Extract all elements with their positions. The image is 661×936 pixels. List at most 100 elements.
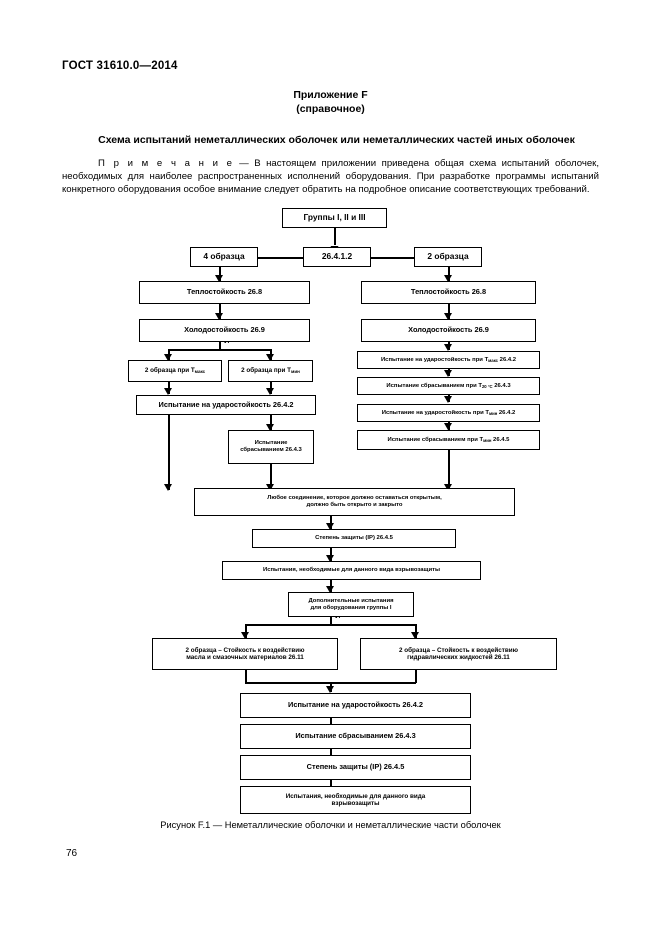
connector [448, 266, 450, 281]
connector [193, 257, 341, 259]
node-label: Испытание на ударостойкость при Tмин 26.… [381, 409, 516, 416]
node-group1-additional[interactable]: Дополнительные испытания для оборудовани… [288, 592, 414, 617]
node-hydraulic-resistance[interactable]: 2 образца – Стойкость к воздействию гидр… [360, 638, 557, 670]
subscript: макс [488, 357, 499, 363]
connector [330, 617, 332, 626]
node-label: Испытание на ударостойкость при Tмакс 26… [380, 356, 517, 363]
subscript: мин [483, 437, 492, 443]
node-left-sample-tmax[interactable]: 2 образца при Tмакс [128, 360, 222, 382]
node-label: Группы I, II и III [303, 212, 366, 223]
connector [448, 369, 450, 376]
connector [448, 395, 450, 402]
node-label: 26.4.1.2 [321, 251, 353, 262]
node-ip-middle[interactable]: Степень защиты (IP) 26.4.5 [252, 529, 456, 548]
node-right-cold[interactable]: Холодостойкость 26.9 [361, 319, 536, 342]
subscript: мин [488, 410, 498, 416]
node-bottom-ip[interactable]: Степень защиты (IP) 26.4.5 [240, 755, 471, 780]
connector [270, 464, 272, 490]
node-label: Испытание на ударостойкость 26.4.2 [288, 700, 423, 710]
node-joint-open-close[interactable]: Любое соединение, которое должно остават… [194, 488, 515, 516]
node-label-line1: 2 образца – Стойкость к воздействию [185, 646, 305, 654]
figure-caption: Рисунок F.1 — Неметаллические оболочки и… [160, 820, 501, 830]
node-label: Испытание на ударостойкость 26.4.2 [158, 399, 294, 409]
node-label-line2: гидравлических жидкостей 26.11 [407, 654, 510, 661]
node-left-drop[interactable]: Испытание сбрасыванием 26.4.3 [228, 430, 314, 464]
connector [415, 624, 417, 638]
connector [330, 516, 332, 529]
node-right-drop-20c[interactable]: Испытание сбрасыванием при T20 °C 26.4.3 [357, 377, 540, 395]
node-right-heat[interactable]: Теплостойкость 26.8 [361, 281, 536, 304]
node-label: Теплостойкость 26.8 [410, 287, 487, 297]
connector [270, 349, 272, 360]
node-label-line1: Испытание [254, 440, 288, 447]
node-samples-4[interactable]: 4 образца [190, 247, 258, 267]
node-bottom-protection[interactable]: Испытания, необходимые для данного вида … [240, 786, 471, 814]
connector [270, 382, 272, 394]
connector [245, 670, 247, 683]
subscript: 20 °C [481, 383, 493, 389]
connector [245, 624, 247, 638]
node-label-line2: взрывозащиты [331, 800, 380, 807]
node-label: Степень защиты (IP) 26.4.5 [315, 535, 393, 542]
note-paragraph: П р и м е ч а н и е — В настоящем прилож… [62, 157, 599, 197]
connector [330, 682, 332, 692]
node-left-sample-tmin[interactable]: 2 образца при Tмин [228, 360, 313, 382]
node-label-line1: 2 образца – Стойкость к воздействию [399, 646, 518, 654]
connector [330, 580, 332, 592]
node-label-line1: Дополнительные испытания [308, 597, 394, 604]
subscript: мин [291, 369, 300, 375]
node-label-line2: масла и смазочных материалов 26.11 [186, 654, 304, 661]
node-left-heat[interactable]: Теплостойкость 26.8 [139, 281, 310, 304]
note-text: В настоящем приложении приведена общая с… [62, 158, 600, 196]
appendix-subtitle: (справочное) [296, 103, 365, 115]
node-protection-middle[interactable]: Испытания, необходимые для данного вида … [222, 561, 481, 580]
node-label-line2: сбрасыванием 26.4.3 [240, 447, 302, 453]
note-dash: — [239, 158, 249, 169]
node-label: Испытание сбрасыванием при Tмин 26.4.5 [387, 436, 510, 443]
connector [448, 450, 450, 490]
node-label: Холодостойкость 26.9 [408, 325, 489, 335]
node-bottom-drop[interactable]: Испытание сбрасыванием 26.4.3 [240, 724, 471, 749]
node-label: 2 образца при Tмин [241, 367, 300, 375]
connector [270, 415, 272, 430]
node-groups[interactable]: Группы I, II и III [282, 208, 387, 228]
connector [168, 349, 170, 360]
node-clause-root[interactable]: 26.4.1.2 [303, 247, 371, 267]
node-label: Испытание сбрасыванием при T20 °C 26.4.3 [386, 382, 511, 389]
node-left-impact[interactable]: Испытание на ударостойкость 26.4.2 [136, 395, 316, 415]
node-right-drop-tmin[interactable]: Испытание сбрасыванием при Tмин 26.4.5 [357, 430, 540, 450]
node-label: Испытание сбрасыванием 26.4.3 [295, 731, 416, 741]
connector [219, 266, 221, 281]
node-label-line2: для оборудования группы I [310, 604, 392, 611]
node-label: 2 образца при Tмакс [144, 367, 206, 375]
standard-number: ГОСТ 31610.0—2014 [62, 60, 178, 72]
node-bottom-impact[interactable]: Испытание на ударостойкость 26.4.2 [240, 693, 471, 718]
page-number: 76 [66, 848, 78, 859]
connector [448, 304, 450, 319]
node-samples-2[interactable]: 2 образца [414, 247, 482, 267]
node-label: 2 образца [427, 251, 469, 262]
node-label: 4 образца [203, 251, 245, 262]
node-label-line1: Любое соединение, которое должно остават… [267, 495, 442, 502]
connector [448, 342, 450, 350]
node-label: Теплостойкость 26.8 [186, 287, 263, 297]
node-right-impact-tmin[interactable]: Испытание на ударостойкость при Tмин 26.… [357, 404, 540, 422]
node-left-cold[interactable]: Холодостойкость 26.9 [139, 319, 310, 342]
node-label-line1: Испытания, необходимые для данного вида [285, 792, 426, 800]
node-oil-resistance[interactable]: 2 образца – Стойкость к воздействию масл… [152, 638, 338, 670]
connector [219, 342, 221, 351]
connector [168, 349, 271, 351]
connector [448, 422, 450, 430]
connector [330, 548, 332, 561]
page-title: Схема испытаний неметаллических оболочек… [98, 134, 575, 146]
node-label-line2: должно быть открыто и закрыто [306, 502, 403, 508]
node-label: Испытания, необходимые для данного вида … [262, 567, 441, 574]
connector [168, 382, 170, 394]
connector [334, 228, 336, 245]
node-right-impact-tmax[interactable]: Испытание на ударостойкость при Tмакс 26… [357, 351, 540, 369]
note-label: П р и м е ч а н и е [98, 158, 234, 169]
connector [415, 670, 417, 683]
node-label: Степень защиты (IP) 26.4.5 [306, 762, 405, 772]
